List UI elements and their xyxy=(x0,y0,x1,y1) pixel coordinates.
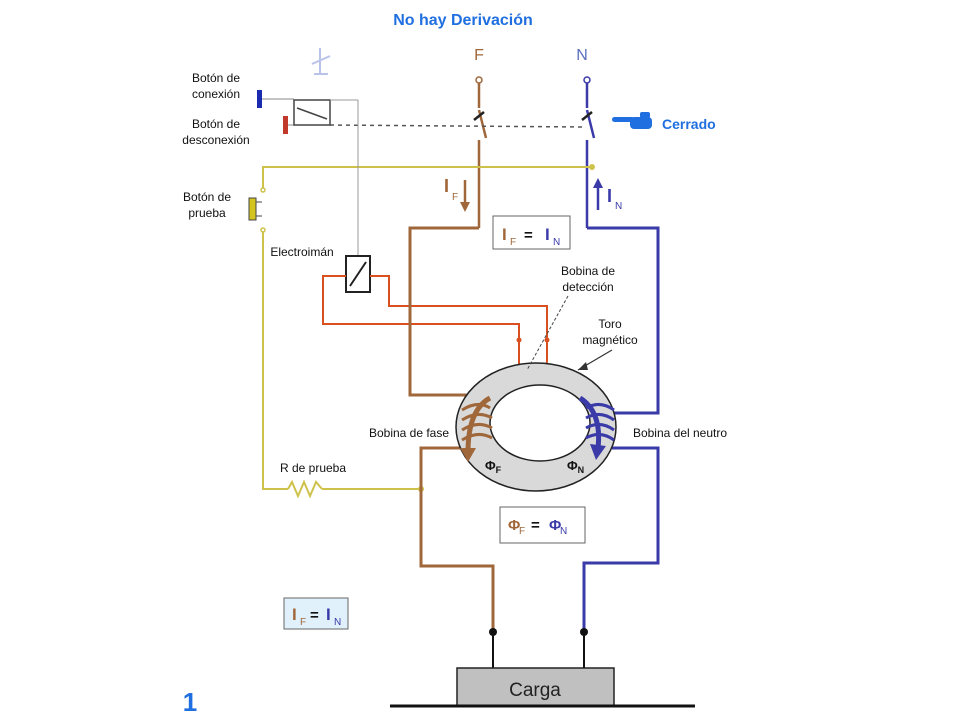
phase-label: F xyxy=(474,47,484,64)
closed-label: Cerrado xyxy=(662,116,716,132)
neutral-flux-label: ΦN xyxy=(567,458,584,475)
magnetic-toroid xyxy=(455,362,617,492)
test-junction-neutral xyxy=(589,164,595,170)
svg-text:I: I xyxy=(292,605,297,624)
electromagnet-label: Electroimán xyxy=(270,245,333,259)
detection-coil-label-2: detección xyxy=(562,280,613,294)
slide-panel xyxy=(166,0,790,720)
svg-text:I: I xyxy=(545,225,550,244)
svg-text:I: I xyxy=(502,225,507,244)
detection-coil-label-1: Bobina de xyxy=(561,264,615,278)
phase-coil-label: Bobina de fase xyxy=(369,426,449,440)
svg-text:Carga: Carga xyxy=(509,680,561,701)
faded-switch-icon xyxy=(311,48,331,75)
test-button-label-2: prueba xyxy=(188,206,226,220)
svg-text:F: F xyxy=(452,192,458,203)
neutral-terminal xyxy=(583,76,591,84)
phase-coil xyxy=(461,403,493,442)
neutral-flux-arrow xyxy=(578,395,602,449)
svg-text:=: = xyxy=(310,607,319,624)
test-circuit xyxy=(262,166,592,490)
phase-flux-label: ΦF xyxy=(485,458,502,475)
phase-current-arrow: I F xyxy=(444,176,470,212)
test-button xyxy=(248,197,262,221)
connect-button-label-1: Botón de xyxy=(192,71,240,85)
pointing-hand-icon xyxy=(612,112,652,129)
mechanical-link xyxy=(329,124,583,128)
test-resistor-label: R de prueba xyxy=(280,461,346,475)
toroid-label-1: Toro xyxy=(598,317,622,331)
slide-number: 1 xyxy=(183,687,197,717)
svg-text:N: N xyxy=(553,237,560,248)
disconnect-button-label-1: Botón de xyxy=(192,117,240,131)
neutral-coil-label: Bobina del neutro xyxy=(633,426,727,440)
disconnect-button-label-2: desconexión xyxy=(182,133,249,147)
svg-text:I: I xyxy=(607,186,612,206)
svg-text:N: N xyxy=(560,526,567,537)
neutral-switch xyxy=(585,83,596,228)
connect-button xyxy=(257,90,262,108)
svg-text:I: I xyxy=(444,176,449,196)
diagram-title: No hay Derivación xyxy=(393,12,533,29)
phase-flux-arrow xyxy=(465,395,492,453)
connect-button-label-2: conexión xyxy=(192,87,240,101)
svg-text:Φ: Φ xyxy=(549,517,561,534)
toroid-label-2: magnético xyxy=(582,333,638,347)
test-resistor xyxy=(287,479,323,499)
phase-switch xyxy=(477,83,488,228)
phase-wire xyxy=(408,226,495,632)
svg-text:N: N xyxy=(334,617,341,628)
load-box: Carga xyxy=(456,667,615,707)
latch-mechanism xyxy=(293,99,359,126)
electromagnet xyxy=(345,255,371,293)
current-equality-box-bottom: I F = I N xyxy=(283,597,349,630)
neutral-current-arrow: I N xyxy=(593,178,622,212)
svg-text:N: N xyxy=(615,201,622,212)
svg-text:=: = xyxy=(524,227,533,244)
phase-terminal xyxy=(475,76,483,84)
test-button-label-1: Botón de xyxy=(183,190,231,204)
neutral-wire xyxy=(582,226,660,632)
svg-text:F: F xyxy=(510,237,516,248)
current-equality-box: I F = I N xyxy=(492,215,571,250)
disconnect-button xyxy=(283,116,288,134)
flux-equality-box: Φ F = Φ N xyxy=(499,506,586,544)
svg-text:Φ: Φ xyxy=(508,517,520,534)
svg-text:I: I xyxy=(326,605,331,624)
neutral-label: N xyxy=(576,47,588,64)
svg-text:=: = xyxy=(531,517,540,534)
svg-text:F: F xyxy=(519,526,525,537)
svg-text:F: F xyxy=(300,617,306,628)
